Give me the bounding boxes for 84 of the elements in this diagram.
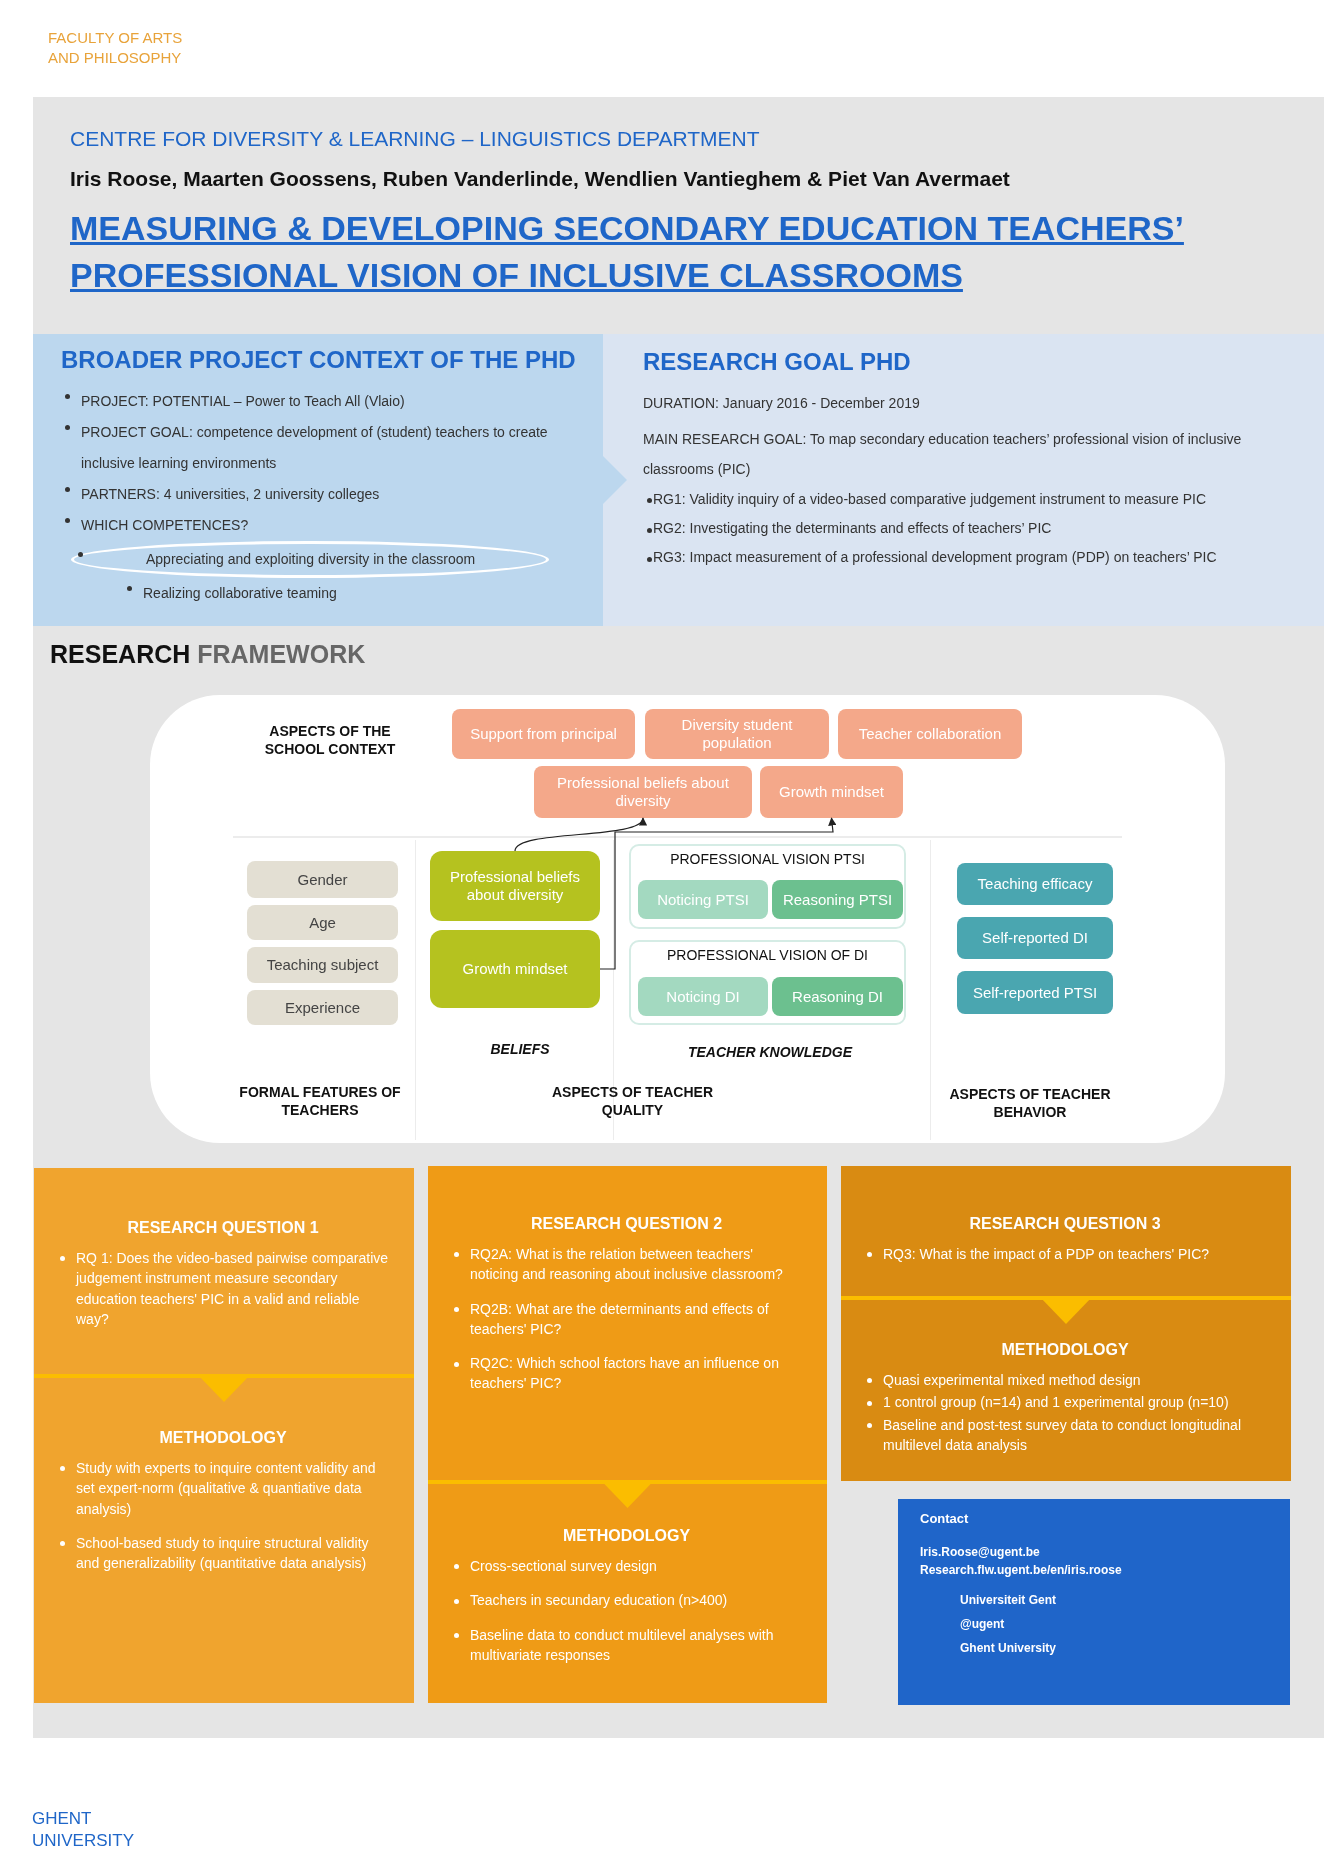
bullet-item: Realizing collaborative teaming [123, 578, 579, 609]
knowledge-box: Noticing PTSI [638, 880, 768, 919]
behavior-box: Teaching efficacy [957, 863, 1113, 905]
bullet-item: School-based study to inquire structural validity and generalizability (quantitative data analysis) [56, 1532, 390, 1574]
factor-box: Support from principal [452, 709, 635, 759]
methodology-panel [34, 1374, 414, 1703]
factor-box: Diversity student population [645, 709, 829, 759]
question-panel [428, 1166, 827, 1480]
category-label: FORMAL FEATURES OF TEACHERS [238, 1083, 402, 1120]
bullet-item: Quasi experimental mixed method design [863, 1370, 1267, 1391]
group-heading: PROFESSIONAL VISION PTSI [669, 851, 866, 867]
methodology-panel [841, 1296, 1291, 1481]
category-label: ASPECTS OF TEACHER BEHAVIOR [948, 1085, 1112, 1122]
bullet-item: RQ2A: What is the relation between teachers' noticing and reasoning about inclusive classroom? [450, 1244, 803, 1285]
vision-group [629, 844, 906, 929]
contact-text: Research.flw.ugent.be/en/iris.roose [920, 1561, 1123, 1579]
belief-box: Growth mindset [430, 930, 600, 1008]
contact-text: @ugent [959, 1615, 1006, 1633]
bullet-item: Cross-sectional survey design [450, 1556, 803, 1577]
bullet-item: RQ2B: What are the determinants and effects of teachers' PIC? [450, 1298, 803, 1340]
department-name: CENTRE FOR DIVERSITY & LEARNING – LINGUISTICS DEPARTMENT [70, 126, 761, 152]
bullet-item: RQ 1: Does the video-based pairwise comparative judgement instrument measure secondary education teachers' PIC in a valid and reliable way? [56, 1248, 390, 1330]
bullet-item: 1 control group (n=14) and 1 experimental group (n=10) [863, 1392, 1267, 1413]
bullet-item: RG1: Validity inquiry of a video-based comparative judgement instrument to measure PIC [643, 490, 1304, 509]
arrow [514, 817, 644, 852]
factor-box: Professional beliefs about diversity [534, 766, 752, 818]
subcategory-label: TEACHER KNOWLEDGE [686, 1043, 854, 1062]
panel-heading: BROADER PROJECT CONTEXT OF THE PHD [61, 345, 577, 375]
bullet-item: Baseline data to conduct multilevel analyses with multivariate responses [450, 1624, 803, 1666]
question-panel [34, 1168, 414, 1374]
author-list: Iris Roose, Maarten Goossens, Ruben Vanderlinde, Wendlien Vantieghem & Piet Van Avermaet [70, 165, 1270, 193]
question-panel [841, 1166, 1291, 1296]
bullet-item: RG3: Impact measurement of a professional development program (PDP) on teachers’ PIC [643, 548, 1304, 567]
unit-name: FACULTY OF ARTS AND PHILOSOPHY [48, 28, 184, 67]
panel-text: MAIN RESEARCH GOAL: To map secondary education teachers’ professional vision of inclusive classrooms (PIC) [643, 430, 1243, 479]
category-label: ASPECTS OF THE SCHOOL CONTEXT [263, 722, 397, 759]
panel-heading: METHODOLOGY [1000, 1340, 1130, 1360]
bullet-item: Study with experts to inquire content validity and set expert-norm (qualitative & quantiative data analysis) [56, 1458, 390, 1519]
feature-box: Gender [247, 861, 398, 898]
university-name: GHENT UNIVERSITY [32, 1808, 136, 1853]
bullet-item: PROJECT GOAL: competence development of (student) teachers to create inclusive learning environments [61, 417, 579, 479]
behavior-box: Self-reported DI [957, 917, 1113, 959]
knowledge-box: Reasoning PTSI [772, 880, 903, 919]
contact-text: Iris.Roose@ugent.be [920, 1543, 1041, 1561]
bullet-item: Teachers in secundary education (n>400) [450, 1590, 803, 1611]
panel-heading: METHODOLOGY [158, 1428, 288, 1448]
bullet-item: RG2: Investigating the determinants and effects of teachers’ PIC [643, 519, 1304, 538]
factor-box: Growth mindset [760, 766, 903, 818]
knowledge-box: Reasoning DI [772, 977, 903, 1016]
goal-panel [603, 334, 1324, 626]
highlighted-bullet-item: Appreciating and exploiting diversity in the classroom [71, 541, 549, 578]
contact-panel [898, 1499, 1290, 1705]
knowledge-box: Noticing DI [638, 977, 768, 1016]
vision-group [629, 940, 906, 1025]
panel-heading: Contact [920, 1510, 970, 1528]
panel-heading: RESEARCH QUESTION 2 [529, 1214, 724, 1234]
contact-text: Ghent University [959, 1639, 1058, 1657]
bullet-item: PROJECT: POTENTIAL – Power to Teach All (Vlaio) [61, 386, 579, 417]
contact-text: Universiteit Gent [959, 1591, 1058, 1609]
panel-heading: METHODOLOGY [561, 1526, 692, 1546]
bullet-item: RQ3: What is the impact of a PDP on teachers' PIC? [863, 1244, 1267, 1265]
category-label: ASPECTS OF TEACHER QUALITY [551, 1083, 714, 1120]
belief-box: Professional beliefs about diversity [430, 851, 600, 921]
behavior-box: Self-reported PTSI [957, 971, 1113, 1014]
panel-heading: RESEARCH QUESTION 3 [968, 1214, 1162, 1234]
panel-heading: RESEARCH QUESTION 1 [126, 1218, 320, 1238]
feature-box: Experience [247, 990, 398, 1025]
panel-text: DURATION: January 2016 - December 2019 [643, 394, 921, 413]
methodology-panel [428, 1480, 827, 1703]
poster-title: MEASURING & DEVELOPING SECONDARY EDUCATION TEACHERS’ PROFESSIONAL VISION OF INCLUSIVE CLASSROOMS [70, 208, 1185, 296]
feature-box: Teaching subject [247, 947, 398, 983]
arrow [599, 817, 837, 970]
section-heading: RESEARCH FRAMEWORK [50, 640, 367, 669]
bullet-item: PARTNERS: 4 universities, 2 university colleges [61, 479, 579, 510]
panel-heading: RESEARCH GOAL PHD [643, 347, 912, 377]
subcategory-label: BELIEFS [489, 1040, 551, 1059]
feature-box: Age [247, 905, 398, 940]
chevron-arrow [603, 456, 627, 504]
group-heading: PROFESSIONAL VISION OF DI [666, 947, 869, 963]
factor-box: Teacher collaboration [838, 709, 1022, 759]
context-panel [33, 334, 603, 626]
bullet-item: RQ2C: Which school factors have an influence on teachers' PIC? [450, 1353, 803, 1394]
bullet-item: WHICH COMPETENCES? [61, 510, 579, 541]
bullet-item: Baseline and post-test survey data to conduct longitudinal multilevel data analysis [863, 1414, 1267, 1456]
